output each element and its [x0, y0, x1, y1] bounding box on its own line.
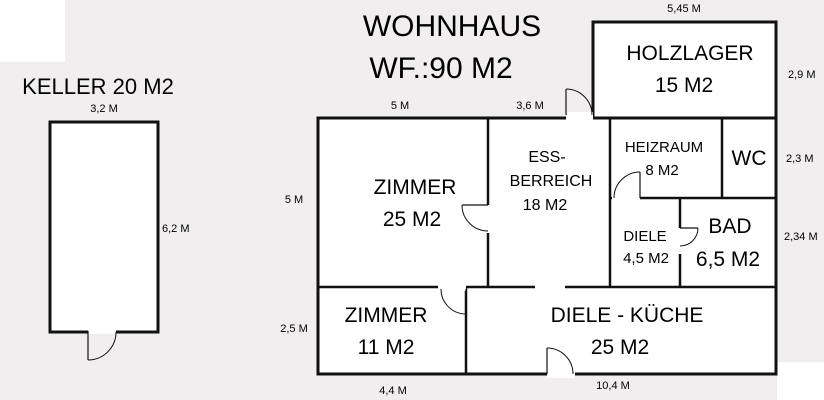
dim-left-top: 5 M — [391, 100, 409, 112]
title-line2: WF.:90 M2 — [369, 52, 512, 85]
holzlager-area: 15 M2 — [655, 74, 713, 97]
wc-name: WC — [732, 147, 767, 170]
dim-bottom-left: 4,4 M — [379, 385, 407, 397]
title-line1: WOHNHAUS — [363, 10, 541, 43]
zimmer-large-area: 25 M2 — [383, 208, 441, 231]
diele-kueche-area: 25 M2 — [591, 336, 649, 359]
dim-mid-top: 3,6 M — [516, 100, 544, 112]
essbereich-name-line2: BERREICH — [510, 173, 593, 190]
door-zimmer-large — [461, 204, 492, 233]
zimmer-small-area: 11 M2 — [358, 336, 415, 359]
door-main-entrance — [546, 347, 575, 378]
dim-left-zimmer: 5 M — [285, 194, 303, 206]
zimmer-small-name: ZIMMER — [345, 304, 428, 327]
bad-name: BAD — [708, 215, 751, 238]
main-walls — [316, 116, 778, 376]
keller-title: KELLER 20 M2 — [22, 74, 174, 99]
bad-area: 6,5 M2 — [696, 248, 760, 271]
holzlager-name: HOLZLAGER — [626, 42, 753, 65]
dim-right-wc: 2,3 M — [786, 153, 814, 165]
dim-right-bad: 2,34 M — [784, 231, 818, 243]
house-walls — [316, 20, 778, 376]
dim-top-holzlager: 5,45 M — [667, 3, 701, 15]
dim-left-zimmer-small: 2,5 M — [280, 323, 308, 335]
dim-bottom-total: 10,4 M — [596, 380, 630, 392]
door-heizraum — [612, 171, 641, 202]
door-zimmer-small — [438, 283, 467, 315]
corner-patch — [777, 362, 824, 400]
door-bad — [676, 227, 699, 254]
essbereich-name-line1: ESS- — [528, 149, 565, 166]
zimmer-large-name: ZIMMER — [374, 176, 457, 199]
essbereich-area: 18 M2 — [523, 197, 568, 214]
holzlager-walls — [591, 20, 778, 120]
diele-kueche-name: DIELE - KÜCHE — [551, 304, 704, 327]
keller-walls — [48, 120, 160, 334]
keller-height-label: 6,2 M — [162, 223, 190, 235]
keller — [48, 120, 160, 334]
diele-small-name: DIELE — [623, 228, 666, 245]
keller-door — [87, 329, 117, 361]
door-swing — [87, 331, 117, 361]
corner-patch — [0, 0, 65, 62]
heizraum-name: HEIZRAUM — [625, 139, 703, 156]
keller-width-label: 3,2 M — [90, 103, 118, 115]
dim-right-holzlager: 2,9 M — [788, 69, 816, 81]
diele-small-area: 4,5 M2 — [623, 250, 669, 267]
door-holzlager — [565, 88, 593, 120]
heizraum-area: 8 M2 — [645, 162, 678, 179]
